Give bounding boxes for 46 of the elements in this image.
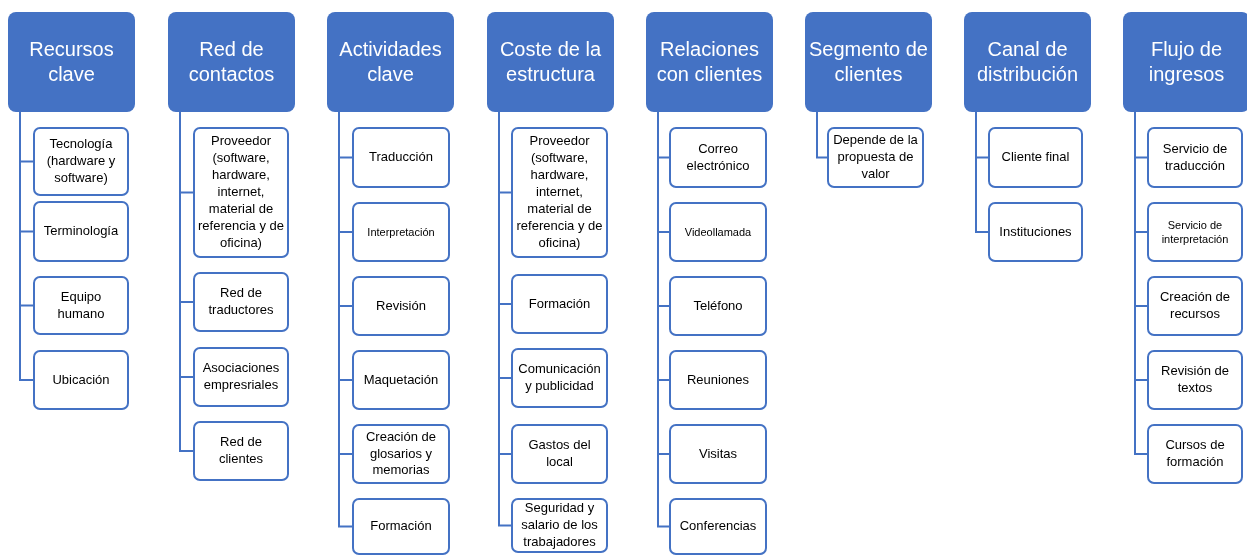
item-box: Teléfono xyxy=(669,276,767,336)
item-box: Interpretación xyxy=(352,202,450,262)
category-header: Canal de distribución xyxy=(964,12,1091,112)
item-box: Red de traductores xyxy=(193,272,289,332)
item-box: Proveedor (software, hardware, internet, material de referencia y de oficina) xyxy=(193,127,289,258)
item-box: Correo electrónico xyxy=(669,127,767,188)
item-box: Maquetación xyxy=(352,350,450,410)
category-header: Flujo de ingresos xyxy=(1123,12,1247,112)
item-box: Terminología xyxy=(33,201,129,262)
item-box: Visitas xyxy=(669,424,767,484)
connector-line xyxy=(179,111,194,452)
category-header: Actividades clave xyxy=(327,12,454,112)
item-box: Videollamada xyxy=(669,202,767,262)
item-box: Asociaciones empresriales xyxy=(193,347,289,407)
category-header: Segmento de clientes xyxy=(805,12,932,112)
item-box: Instituciones xyxy=(988,202,1083,262)
category-header: Recursos clave xyxy=(8,12,135,112)
item-box: Reuniones xyxy=(669,350,767,410)
item-box: Cliente final xyxy=(988,127,1083,188)
connector-line xyxy=(975,111,989,233)
item-box: Seguridad y salario de los trabajadores xyxy=(511,498,608,553)
category-header: Relaciones con clientes xyxy=(646,12,773,112)
item-box: Revisión de textos xyxy=(1147,350,1243,410)
connector-line xyxy=(19,111,34,381)
item-box: Depende de la propuesta de valor xyxy=(827,127,924,188)
category-header: Red de contactos xyxy=(168,12,295,112)
item-box: Ubicación xyxy=(33,350,129,410)
item-box: Formación xyxy=(352,498,450,555)
item-box: Equipo humano xyxy=(33,276,129,335)
item-box: Red de clientes xyxy=(193,421,289,481)
item-box: Servicio de interpretación xyxy=(1147,202,1243,262)
item-box: Conferencias xyxy=(669,498,767,555)
item-box: Cursos de formación xyxy=(1147,424,1243,484)
item-box: Comunicación y publicidad xyxy=(511,348,608,408)
connector-line xyxy=(1134,111,1148,455)
connector-line xyxy=(816,111,828,159)
category-header: Coste de la estructura xyxy=(487,12,614,112)
item-box: Creación de recursos xyxy=(1147,276,1243,336)
item-box: Revisión xyxy=(352,276,450,336)
item-box: Traducción xyxy=(352,127,450,188)
item-box: Tecnología (hardware y software) xyxy=(33,127,129,196)
item-box: Servicio de traducción xyxy=(1147,127,1243,188)
item-box: Creación de glosarios y memorias xyxy=(352,424,450,484)
item-box: Formación xyxy=(511,274,608,334)
item-box: Gastos del local xyxy=(511,424,608,484)
item-box: Proveedor (software, hardware, internet, material de referencia y de oficina) xyxy=(511,127,608,258)
